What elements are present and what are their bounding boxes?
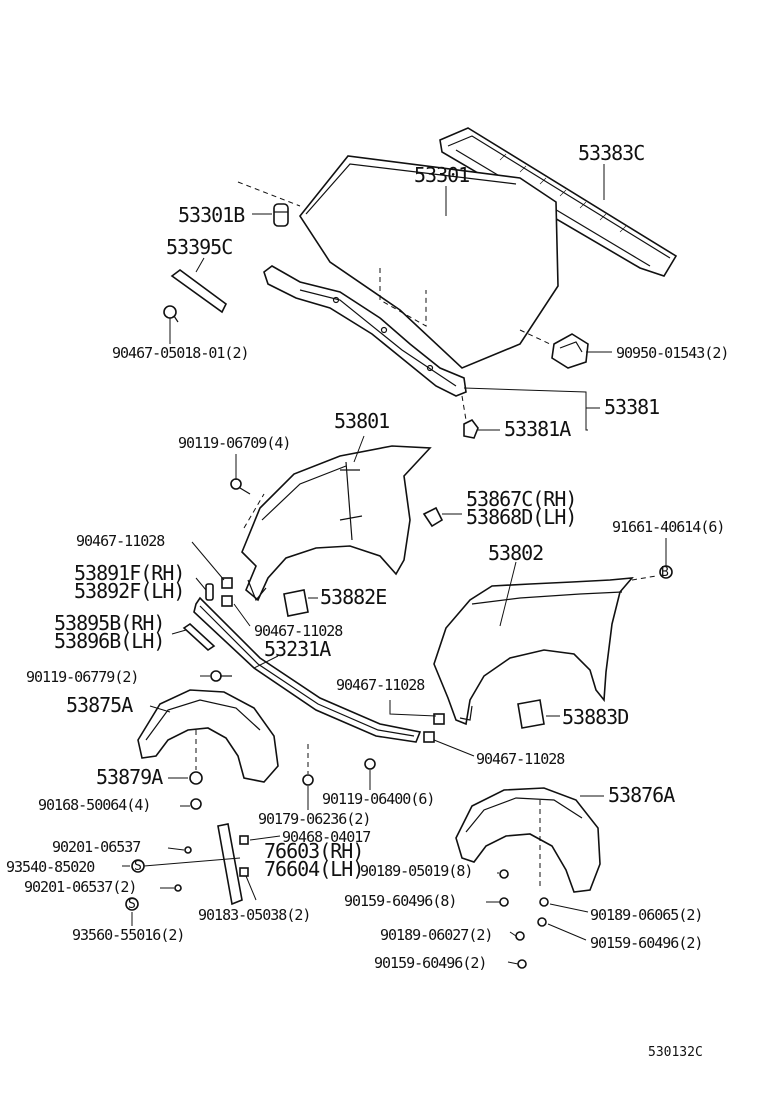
part-53301-hood [237,155,559,369]
label-90467-11028-b: 90467-11028 [254,622,343,640]
label-53383C: 53383C [578,141,644,165]
label-90159-60496-c: 90159-60496(2) [374,954,486,972]
label-90467-11028-d: 90467-11028 [476,750,565,768]
label-53231A: 53231A [264,637,331,661]
label-53381A: 53381A [504,417,571,441]
part-90179-fastener [302,744,314,786]
diagram-code: 530132C [648,1045,703,1060]
label-53395C: 53395C [166,235,232,259]
part-53301B-cushion [273,203,289,227]
label-90468-04017: 90468-04017 [282,828,370,846]
label-90159-60496-a: 90159-60496(8) [344,892,456,910]
label-53875A: 53875A [66,693,133,717]
label-76603: 76603(RH) [264,839,363,863]
part-53883D-pad [517,699,545,729]
part-53801-fender-lh [241,445,432,602]
part-53891F-clip [205,583,214,601]
label-93560-55016: 93560-55016(2) [72,926,184,944]
part-91661-screw: B [659,565,673,580]
part-90119-06709-bolt [230,478,251,495]
label-90183-05038: 90183-05038(2) [198,906,310,924]
label-53867C: 53867C(RH) [466,487,576,511]
label-53892F: 53892F(LH) [74,579,184,603]
label-90119-06400: 90119-06400(6) [322,790,434,808]
part-90467-11028-clips [221,577,445,743]
part-53383C-seal [439,127,678,277]
label-53876A: 53876A [608,783,675,807]
part-53802-fender-rh [433,575,657,726]
svg-text:B: B [661,565,669,580]
label-90201-06537-a: 90201-06537 [52,838,140,856]
part-90950-clip [519,329,589,369]
label-91661-40614: 91661-40614(6) [612,518,724,536]
label-90201-06537-b: 90201-06537(2) [24,878,136,896]
label-90119-06779: 90119-06779(2) [26,668,138,686]
label-90168-50064: 90168-50064(4) [38,796,150,814]
label-90189-06027: 90189-06027(2) [380,926,492,944]
label-90119-06709: 90119-06709(4) [178,434,290,452]
label-53896B: 53896B(LH) [54,629,164,653]
part-90119-06779-bolt [210,670,232,682]
label-53301: 53301 [414,163,469,187]
part-53231A-bar [193,596,422,743]
label-90950-01543: 90950-01543(2) [616,344,728,362]
label-90467-05018-01: 90467-05018-01(2) [112,344,249,362]
part-53381-lock-support [263,265,467,397]
label-93540-85020: 93540-85020 [6,858,95,876]
label-53381: 53381 [604,395,659,419]
label-90467-11028-c: 90467-11028 [336,676,425,694]
part-53895B-strip [182,622,216,652]
label-90179-06236: 90179-06236(2) [258,810,370,828]
label-76604: 76604(LH) [264,857,363,881]
part-53867C-clip [422,506,444,528]
part-53395C-strip [163,269,228,323]
label-53882E: 53882E [320,585,386,609]
part-53875A-liner-lh [137,689,279,783]
svg-text:S: S [128,897,136,912]
part-90119-06400-bolt [364,758,376,770]
label-53802: 53802 [488,541,543,565]
part-53876A-liner-rh [455,787,601,893]
label-53301B: 53301B [178,203,245,227]
label-90159-60496-b: 90159-60496(2) [590,934,702,952]
label-90189-05019: 90189-05019(8) [360,862,472,880]
part-76603-bracket: S S [125,823,249,912]
label-53891F: 53891F(RH) [74,561,184,585]
label-53801: 53801 [334,409,389,433]
part-53879A-grommet [189,771,203,810]
part-labels: 53383C 53301 53301B 53395C 90467-05018-0… [6,141,729,1060]
label-53895B: 53895B(RH) [54,611,164,635]
label-53868D: 53868D(LH) [466,505,576,529]
label-90189-06065: 90189-06065(2) [590,906,702,924]
part-53882E-pad [283,589,309,617]
label-90467-11028-a: 90467-11028 [76,532,165,550]
leader-lines [122,164,667,965]
part-53381A-bumper [461,395,479,439]
part-bolts-rh-liner [499,869,549,969]
svg-text:S: S [134,859,142,874]
label-53883D: 53883D [562,705,628,729]
label-53879A: 53879A [96,765,163,789]
